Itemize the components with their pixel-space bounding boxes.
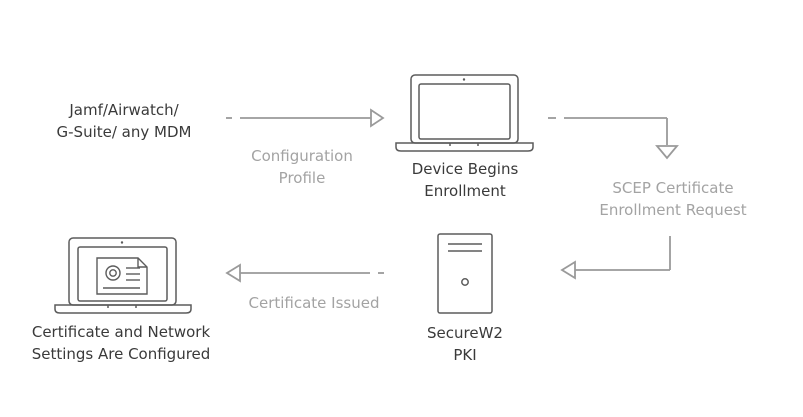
certificate-laptop-icon xyxy=(54,237,192,314)
scep-to-pki-arrow xyxy=(560,236,671,280)
certificate-issued-label: Certificate Issued xyxy=(248,294,380,312)
securew2-pki-label: SecureW2 PKI xyxy=(427,324,503,364)
mdm-label: Jamf/Airwatch/ G-Suite/ any MDM xyxy=(56,101,192,141)
certificate-icon xyxy=(96,257,148,295)
configured-label: Certificate and Network Settings Are Con… xyxy=(31,323,211,363)
config-profile-arrow xyxy=(226,108,385,128)
cert-issued-arrow xyxy=(225,263,384,283)
server-icon xyxy=(437,233,493,314)
laptop-icon xyxy=(395,74,534,152)
scep-request-arrow xyxy=(548,117,679,160)
configuration-profile-label: Configuration Profile xyxy=(251,147,353,187)
scep-request-label: SCEP Certificate Enrollment Request xyxy=(599,179,747,219)
device-enrollment-label: Device Begins Enrollment xyxy=(411,160,519,200)
